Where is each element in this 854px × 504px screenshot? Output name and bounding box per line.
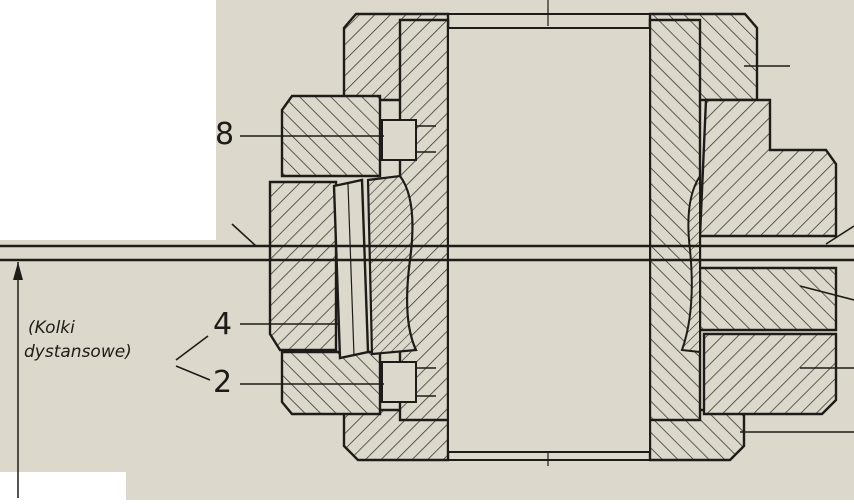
left-bearing-race: [366, 174, 418, 356]
leader-lines: [175, 65, 854, 433]
dimension-line: [13, 262, 23, 498]
left-housing: [268, 94, 382, 416]
label-part-4: 4: [213, 307, 233, 342]
note-spacer-pins-line2: dystansowe): [24, 342, 132, 362]
label-part-8: 8: [215, 117, 235, 152]
note-spacer-pins-line1: (Kolki: [28, 318, 75, 338]
label-part-2: 2: [213, 365, 233, 400]
spacer-pin-upper: [381, 119, 436, 161]
horizontal-shaft: [0, 244, 854, 262]
left-tapered-roller: [332, 178, 370, 360]
spacer-pin-lower: [381, 361, 436, 403]
right-housing: [680, 98, 838, 416]
sleeve-walls: [398, 18, 702, 453]
